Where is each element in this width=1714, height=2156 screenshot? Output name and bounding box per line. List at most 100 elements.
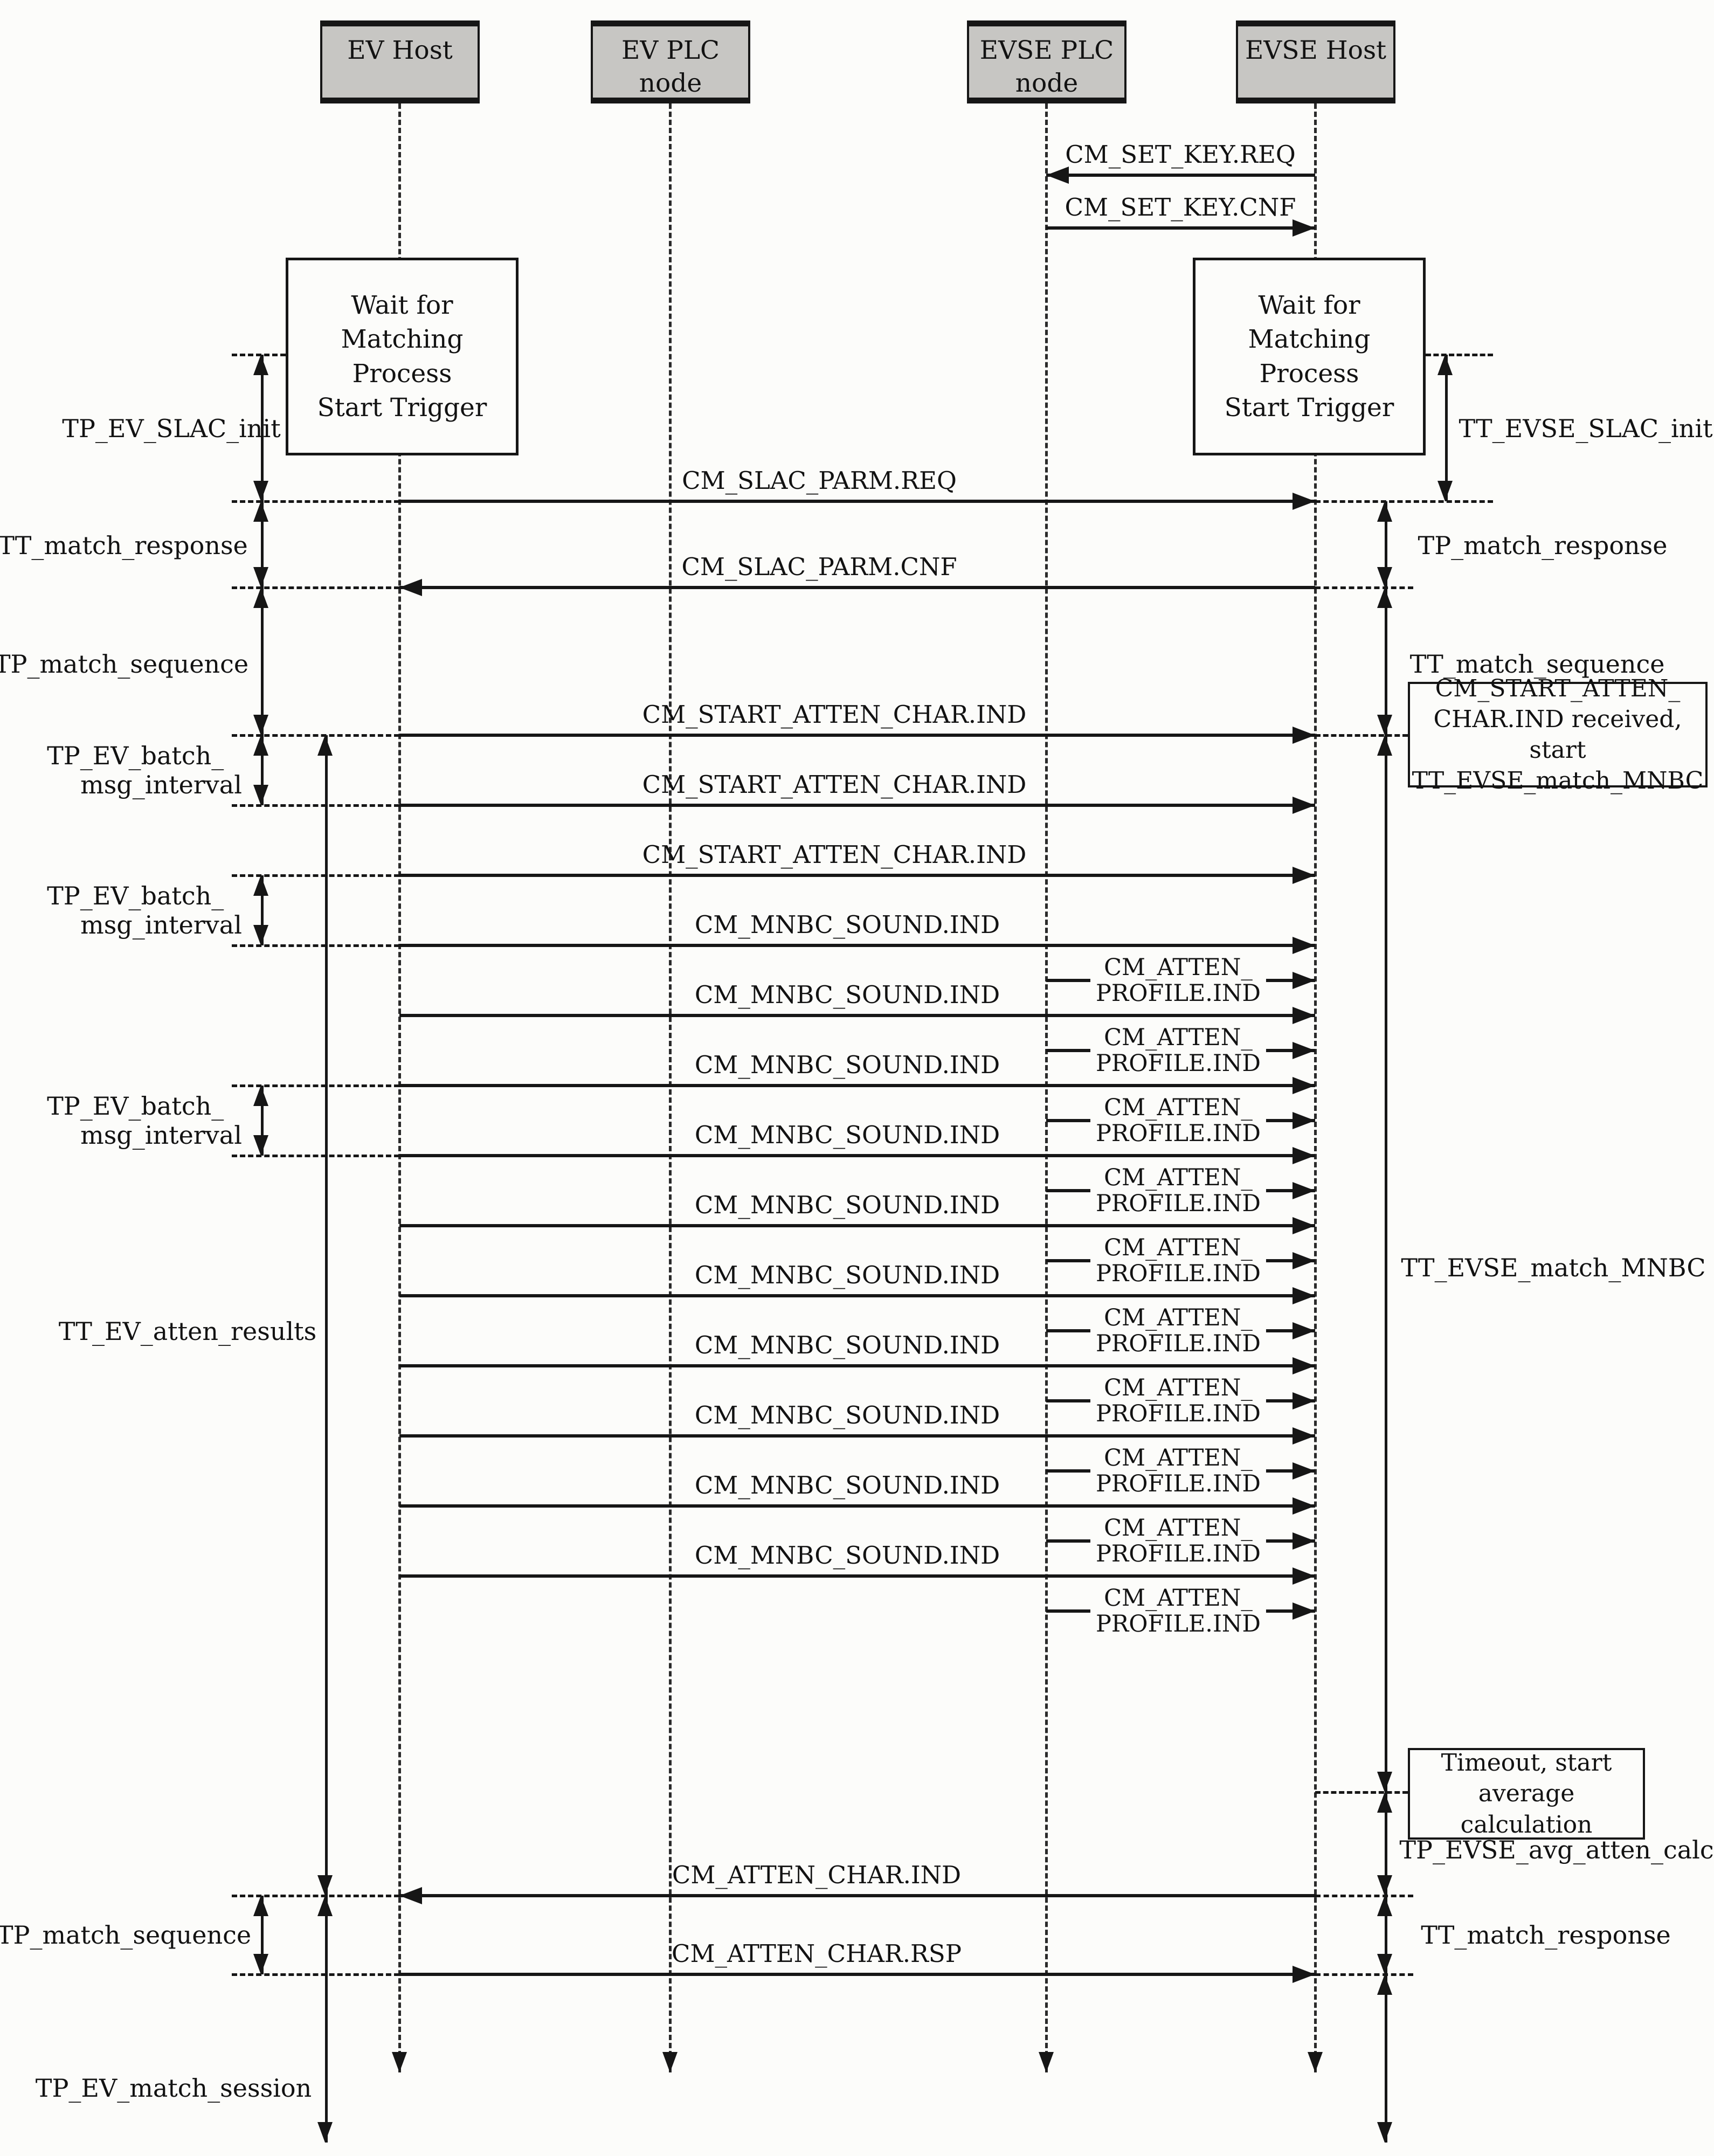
timing-arrow <box>1385 501 1387 588</box>
message-dashed-extension <box>232 1084 399 1087</box>
message-label: CM_ATTEN_CHAR.IND <box>672 1861 962 1889</box>
message-dashed-extension <box>232 734 399 737</box>
message-arrowhead-icon <box>1293 727 1315 744</box>
message-arrow <box>399 1294 1315 1297</box>
message-arrowhead-icon <box>1293 1147 1315 1164</box>
timing-arrow-head-up-icon <box>1377 1974 1392 1995</box>
timing-arrow-head-up-icon <box>1377 1896 1392 1916</box>
timing-arrow-head-up-icon <box>317 735 333 756</box>
message-arrow <box>399 1224 1315 1227</box>
timing-arrow-head-up-icon <box>253 875 268 896</box>
message-label: CM_SLAC_PARM.CNF <box>681 552 957 581</box>
message-dashed-extension <box>1315 500 1493 503</box>
message-label: CM_MNBC_SOUND.IND <box>694 1471 1000 1499</box>
message-label: CM_ATTEN_PROFILE.IND <box>1090 1093 1267 1148</box>
message-label: CM_MNBC_SOUND.IND <box>694 1051 1000 1079</box>
message-label: CM_ATTEN_PROFILE.IND <box>1090 1303 1267 1358</box>
timing-arrow-head-down-icon <box>253 1954 268 1974</box>
timing-arrow-head-up-icon <box>1377 735 1392 756</box>
message-arrowhead-icon <box>1293 1532 1315 1550</box>
dashed-guide <box>1426 354 1493 356</box>
timing-arrow-head-up-icon <box>253 588 268 608</box>
message-arrow <box>399 1154 1315 1157</box>
message-arrowhead-icon <box>1293 1042 1315 1059</box>
message-arrow <box>1046 226 1315 230</box>
message-arrowhead-icon <box>1293 972 1315 989</box>
message-label: CM_ATTEN_PROFILE.IND <box>1090 1373 1267 1428</box>
timing-arrow-head-up-icon <box>1377 501 1392 522</box>
message-dashed-extension <box>232 1895 399 1897</box>
timing-arrow <box>261 875 264 945</box>
message-arrowhead-icon <box>1293 1497 1315 1515</box>
timing-arrow-head-down-icon <box>1377 1772 1392 1792</box>
timing-label: TP_EV_batch_msg_interval <box>47 881 242 939</box>
message-arrow <box>399 500 1315 503</box>
timing-arrow <box>1385 735 1387 1792</box>
message-dashed-extension <box>1315 1895 1413 1897</box>
timing-arrow-head-up-icon <box>1437 355 1453 375</box>
message-arrow <box>399 874 1315 877</box>
timing-arrow <box>325 1896 328 2143</box>
message-label: CM_MNBC_SOUND.IND <box>694 1261 1000 1289</box>
message-arrowhead-icon <box>1293 1077 1315 1094</box>
message-arrowhead-icon <box>399 579 422 596</box>
message-arrow <box>399 1504 1315 1508</box>
timing-arrow <box>261 355 264 501</box>
timing-arrow <box>1385 1896 1387 1974</box>
message-arrowhead-icon <box>399 1887 422 1904</box>
message-arrow <box>399 1014 1315 1017</box>
message-label: CM_MNBC_SOUND.IND <box>694 980 1000 1009</box>
message-arrow <box>399 1364 1315 1367</box>
message-label: CM_MNBC_SOUND.IND <box>694 1191 1000 1219</box>
timing-arrow-head-down-icon <box>253 567 268 588</box>
message-arrow <box>399 1574 1315 1578</box>
message-arrowhead-icon <box>1293 1567 1315 1585</box>
message-arrowhead-icon <box>1293 1462 1315 1480</box>
timing-arrow-head-up-icon <box>1377 588 1392 608</box>
message-dashed-extension <box>1315 586 1413 589</box>
timing-label: TT_EV_atten_results <box>58 1317 317 1346</box>
message-label: CM_ATTEN_PROFILE.IND <box>1090 1023 1267 1078</box>
message-arrow <box>399 1084 1315 1087</box>
message-dashed-extension <box>232 944 399 947</box>
message-label: CM_MNBC_SOUND.IND <box>694 1541 1000 1570</box>
timing-arrow-head-down-icon <box>253 715 268 735</box>
message-arrow <box>399 586 1315 589</box>
message-arrow <box>399 734 1315 737</box>
timing-label: TT_EVSE_match_MNBC <box>1401 1253 1706 1282</box>
timing-arrow <box>261 1086 264 1156</box>
message-arrow <box>399 1894 1315 1897</box>
message-arrowhead-icon <box>1293 1602 1315 1620</box>
message-label: CM_MNBC_SOUND.IND <box>694 1121 1000 1149</box>
timing-arrow-head-up-icon <box>253 501 268 522</box>
message-label: CM_ATTEN_PROFILE.IND <box>1090 1584 1267 1639</box>
timing-arrow <box>261 588 264 735</box>
lifeline <box>669 103 672 2072</box>
timing-arrow-head-down-icon <box>253 925 268 945</box>
lifeline-end-arrow-icon <box>1308 2052 1323 2072</box>
lifeline-end-arrow-icon <box>662 2052 678 2072</box>
lifeline <box>398 103 401 2072</box>
dashed-guide <box>1315 1791 1408 1794</box>
timing-arrow-head-down-icon <box>253 785 268 805</box>
timing-arrow <box>1385 1974 1387 2143</box>
timing-arrow <box>1385 1792 1387 1896</box>
timing-arrow-head-down-icon <box>1377 1954 1392 1974</box>
timing-arrow <box>1445 355 1448 501</box>
timing-label: TT_EVSE_SLAC_init <box>1459 414 1713 443</box>
timing-arrow <box>261 735 264 805</box>
message-arrowhead-icon <box>1293 1287 1315 1304</box>
timing-arrow-head-down-icon <box>1377 2122 1392 2143</box>
timing-arrow-head-up-icon <box>253 355 268 375</box>
message-arrowhead-icon <box>1293 1007 1315 1024</box>
timing-label: TP_EV_batch_msg_interval <box>47 1091 242 1150</box>
message-arrowhead-icon <box>1293 1322 1315 1339</box>
timing-arrow-head-down-icon <box>253 481 268 501</box>
lifeline <box>1045 103 1048 2072</box>
message-dashed-extension <box>232 500 399 503</box>
